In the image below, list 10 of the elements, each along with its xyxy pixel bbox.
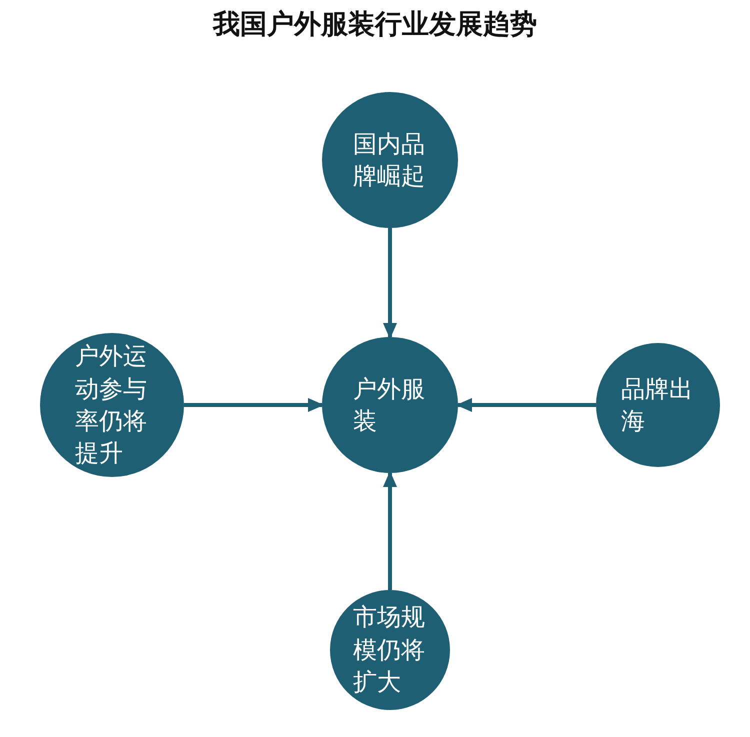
- node-label: 户外运动参与率仍将提升: [75, 341, 148, 470]
- node-label: 品牌出海: [621, 374, 694, 437]
- node-label: 市场规模仍将扩大: [353, 602, 426, 698]
- title: 我国户外服装行业发展趋势: [212, 8, 538, 42]
- arrow: [184, 398, 324, 412]
- node-label: 户外服装: [353, 374, 426, 437]
- node-label: 国内品牌崛起: [353, 128, 426, 192]
- arrow: [383, 471, 397, 590]
- arrow: [383, 228, 397, 339]
- arrow: [456, 398, 596, 412]
